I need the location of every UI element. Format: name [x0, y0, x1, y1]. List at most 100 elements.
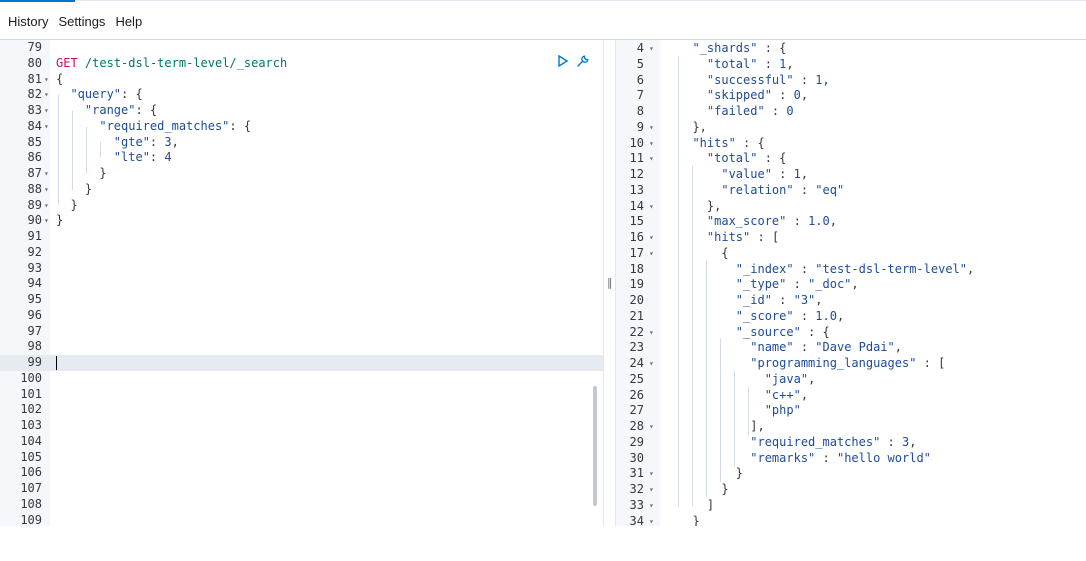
request-line[interactable]: 96	[0, 308, 603, 324]
request-line[interactable]: 90▾}	[0, 213, 603, 229]
response-line[interactable]: 34▾ }	[616, 514, 1086, 527]
response-line[interactable]: 14▾ },	[616, 199, 1086, 215]
code-token: "eq"	[815, 182, 845, 197]
fold-arrow-icon[interactable]: ▾	[44, 200, 49, 210]
request-line[interactable]: 88▾ }	[0, 182, 603, 198]
request-line[interactable]: 89▾ }	[0, 198, 603, 214]
code-text: "value" : 1,	[678, 167, 808, 183]
response-line[interactable]: 11▾ "total" : {	[616, 151, 1086, 167]
fold-arrow-icon[interactable]: ▾	[649, 44, 654, 53]
response-editor[interactable]: 4▾ "_shards" : {5 "total" : 1,6 "success…	[616, 40, 1086, 526]
response-line[interactable]: 28▾ ],	[616, 419, 1086, 435]
fold-arrow-icon[interactable]: ▾	[44, 121, 49, 131]
request-scrollbar[interactable]	[593, 386, 597, 506]
fold-arrow-icon[interactable]: ▾	[649, 469, 654, 479]
fold-arrow-icon[interactable]: ▾	[649, 500, 654, 510]
request-line[interactable]: 93	[0, 261, 603, 277]
play-icon[interactable]	[556, 54, 570, 68]
request-line[interactable]: 87▾ }	[0, 166, 603, 182]
request-line[interactable]: 83▾ "range": {	[0, 103, 603, 119]
request-line[interactable]: 81▾{	[0, 72, 603, 88]
response-line[interactable]: 25 "java",	[616, 372, 1086, 388]
request-line[interactable]: 100	[0, 371, 603, 387]
fold-arrow-icon[interactable]: ▾	[649, 485, 654, 494]
wrench-icon[interactable]	[576, 54, 590, 68]
fold-arrow-icon[interactable]: ▾	[649, 233, 654, 242]
request-line[interactable]: 99	[0, 355, 603, 371]
request-line[interactable]: 92	[0, 245, 603, 261]
response-line[interactable]: 16▾ "hits" : [	[616, 230, 1086, 246]
fold-arrow-icon[interactable]: ▾	[649, 122, 654, 132]
request-line[interactable]: 91	[0, 229, 603, 245]
request-line[interactable]: 97	[0, 324, 603, 340]
response-line[interactable]: 32▾ }	[616, 482, 1086, 498]
fold-arrow-icon[interactable]: ▾	[44, 106, 49, 115]
response-line[interactable]: 15 "max_score" : 1.0,	[616, 214, 1086, 230]
response-line[interactable]: 22▾ "_source" : {	[616, 325, 1086, 341]
request-line[interactable]: 84▾ "required_matches": {	[0, 119, 603, 135]
drag-handle-icon[interactable]: ‖	[607, 276, 613, 289]
response-line[interactable]: 19 "_type" : "_doc",	[616, 277, 1086, 293]
response-line[interactable]: 23 "name" : "Dave Pdai",	[616, 340, 1086, 356]
fold-arrow-icon[interactable]: ▾	[44, 169, 49, 178]
response-line[interactable]: 5 "total" : 1,	[616, 57, 1086, 73]
response-line[interactable]: 9▾ },	[616, 120, 1086, 136]
fold-arrow-icon[interactable]: ▾	[44, 184, 49, 194]
request-line[interactable]: 109	[0, 513, 603, 527]
response-line[interactable]: 27 "php"	[616, 403, 1086, 419]
request-line[interactable]: 103	[0, 418, 603, 434]
code-token: ,	[800, 167, 809, 181]
response-line[interactable]: 17▾ {	[616, 246, 1086, 262]
fold-arrow-icon[interactable]: ▾	[44, 74, 49, 84]
response-line[interactable]: 10▾ "hits" : {	[616, 136, 1086, 152]
fold-arrow-icon[interactable]: ▾	[649, 138, 654, 148]
request-line[interactable]: 101	[0, 387, 603, 403]
response-line[interactable]: 20 "_id" : "3",	[616, 293, 1086, 309]
menu-settings[interactable]: Settings	[58, 13, 106, 29]
response-line[interactable]: 18 "_index" : "test-dsl-term-level",	[616, 262, 1086, 278]
fold-arrow-icon[interactable]: ▾	[649, 154, 654, 164]
response-line[interactable]: 8 "failed" : 0	[616, 104, 1086, 120]
code-token: "_doc"	[808, 277, 852, 292]
fold-arrow-icon[interactable]: ▾	[649, 422, 654, 431]
response-line[interactable]: 29 "required_matches" : 3,	[616, 435, 1086, 451]
code-text: "name" : "Dave Pdai",	[678, 340, 902, 356]
editor-splitter[interactable]: ‖	[603, 40, 616, 526]
fold-arrow-icon[interactable]: ▾	[649, 516, 654, 526]
fold-arrow-icon[interactable]: ▾	[649, 327, 654, 337]
request-line[interactable]: 85 "gte": 3,	[0, 135, 603, 151]
fold-arrow-icon[interactable]: ▾	[44, 90, 49, 100]
request-line[interactable]: 82▾ "query": {	[0, 87, 603, 103]
response-line[interactable]: 13 "relation" : "eq"	[616, 183, 1086, 199]
response-line[interactable]: 12 "value" : 1,	[616, 167, 1086, 183]
response-line[interactable]: 30 "remarks" : "hello world"	[616, 451, 1086, 467]
menu-history[interactable]: History	[8, 13, 49, 29]
menu-help[interactable]: Help	[115, 13, 143, 29]
fold-arrow-icon[interactable]: ▾	[649, 248, 654, 258]
request-line[interactable]: 94	[0, 276, 603, 292]
response-line[interactable]: 4▾ "_shards" : {	[616, 41, 1086, 57]
request-line[interactable]: 86 "lte": 4	[0, 150, 603, 166]
request-line[interactable]: 108	[0, 497, 603, 513]
request-line[interactable]: 102	[0, 402, 603, 418]
request-line[interactable]: 98	[0, 339, 603, 355]
request-line[interactable]: 95	[0, 292, 603, 308]
request-line[interactable]: 107	[0, 481, 603, 497]
request-line[interactable]: 104	[0, 434, 603, 450]
request-line[interactable]: 105	[0, 450, 603, 466]
fold-arrow-icon[interactable]: ▾	[649, 201, 654, 211]
request-line[interactable]: 79	[0, 40, 603, 56]
fold-arrow-icon[interactable]: ▾	[649, 359, 654, 368]
fold-arrow-icon[interactable]: ▾	[44, 216, 49, 226]
response-line[interactable]: 7 "skipped" : 0,	[616, 88, 1086, 104]
response-line[interactable]: 21 "_score" : 1.0,	[616, 309, 1086, 325]
response-line[interactable]: 26 "c++",	[616, 388, 1086, 404]
response-line[interactable]: 24▾ "programming_languages" : [	[616, 356, 1086, 372]
request-line[interactable]: 106	[0, 465, 603, 481]
code-token: :	[793, 261, 816, 276]
response-line[interactable]: 6 "successful" : 1,	[616, 73, 1086, 89]
response-line[interactable]: 31▾ }	[616, 466, 1086, 482]
response-line[interactable]: 33▾ ]	[616, 498, 1086, 514]
